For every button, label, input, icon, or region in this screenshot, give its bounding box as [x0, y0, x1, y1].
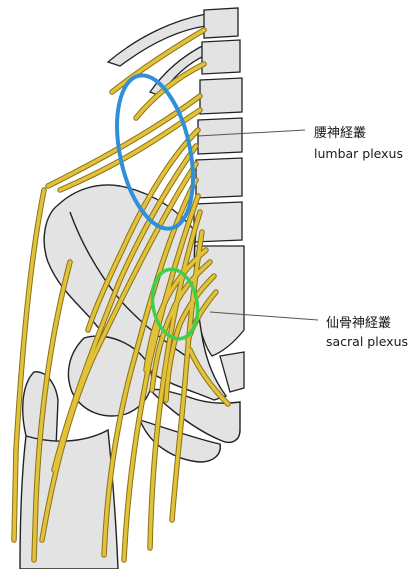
lumbar-plexus-label-jp: 腰神経叢: [314, 126, 367, 141]
lumbar-leader-line: [197, 129, 306, 137]
vertebra-2: [201, 39, 241, 75]
nerve-femoral-a: [40, 162, 198, 542]
nerve-lumbosacral-trunk: [170, 230, 204, 522]
nerve-thigh-branch: [32, 260, 72, 562]
pubis: [148, 388, 241, 444]
vertebral-column: [189, 7, 245, 393]
ribs: [106, 13, 207, 97]
nerve-lateral-femoral-cutaneous: [12, 188, 46, 542]
rib-lower: [148, 42, 207, 97]
nerve-sacral-s1: [144, 248, 208, 372]
nerve-femoral-b: [102, 178, 198, 557]
vertebra-4: [197, 117, 243, 155]
vertebra-1: [203, 7, 239, 39]
nerve-ilioinguinal: [58, 108, 202, 192]
sacral-plexus-label-jp: 仙骨神経叢: [326, 316, 392, 331]
nerve-genitofemoral: [86, 128, 200, 332]
coccyx: [219, 351, 245, 393]
vertebra-3: [199, 77, 243, 115]
nerve-t12: [110, 28, 206, 94]
rib-upper: [106, 13, 207, 67]
sacral-plexus-highlight: [150, 267, 200, 341]
nerve-iliohypogastric: [46, 94, 202, 188]
lumbar-plexus-highlight: [115, 73, 195, 231]
sacral-leader-line: [209, 311, 319, 321]
sacral-plexus-label-en: sacral plexus: [326, 334, 409, 349]
nerve-pudendal: [188, 348, 230, 406]
nerves: [11, 27, 231, 563]
lumbar-plexus-label-en: lumbar plexus: [314, 146, 403, 161]
nerve-femoral-c: [122, 194, 200, 562]
vertebra-5: [195, 157, 243, 199]
nerve-obturator: [148, 210, 202, 550]
nerve-sacral-s3: [164, 274, 216, 402]
nerve-sacral-s2: [150, 260, 212, 392]
